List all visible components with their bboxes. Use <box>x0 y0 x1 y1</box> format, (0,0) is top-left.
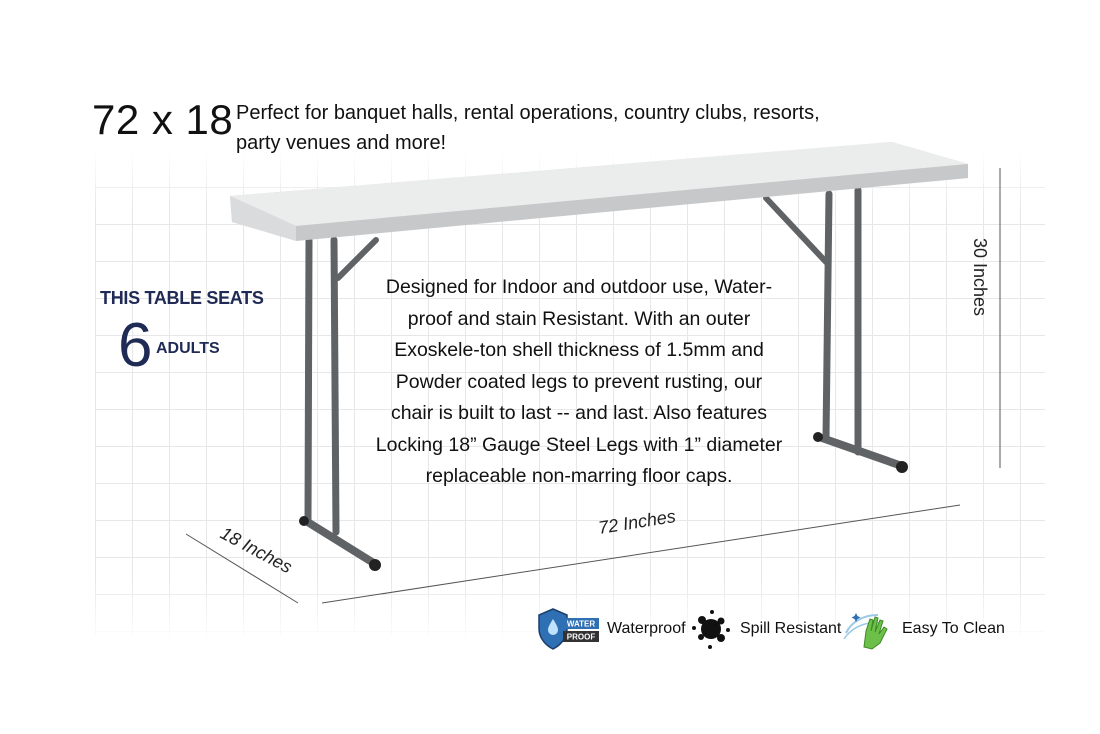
feature-label: Spill Resistant <box>740 620 842 637</box>
feature-easy-to-clean: Easy To Clean <box>842 604 1005 654</box>
seats-count: 6 <box>118 311 153 380</box>
feature-label: Waterproof <box>607 620 686 637</box>
tagline: Perfect for banquet halls, rental operat… <box>236 102 820 154</box>
badge-top-text: WATER <box>567 620 596 629</box>
width-dimension-line <box>185 533 299 604</box>
height-label: 30 Inches <box>970 238 990 317</box>
product-description: Designed for Indoor and outdoor use, Wat… <box>375 276 783 487</box>
left-leg-frame <box>299 236 381 571</box>
feature-waterproof: WATER PROOF Waterproof <box>537 604 686 654</box>
waterproof-badge-icon: WATER PROOF <box>538 608 599 650</box>
background-grid <box>95 150 1045 635</box>
seats-unit: ADULTS <box>156 340 220 357</box>
seating-capacity: THIS TABLE SEATS 6 ADULTS <box>100 288 264 380</box>
badge-bottom-text: PROOF <box>567 633 596 642</box>
clean-hand-icon <box>843 613 888 650</box>
feature-label: Easy To Clean <box>902 620 1005 637</box>
table-size-title: 72 x 18 <box>92 96 234 143</box>
table-top <box>230 142 968 241</box>
length-dimension-line <box>321 504 961 604</box>
feature-spill-resistant: Spill Resistant <box>688 604 841 654</box>
right-leg-frame <box>763 186 908 473</box>
seats-label: THIS TABLE SEATS <box>100 288 264 308</box>
spill-splat-icon <box>692 610 730 649</box>
